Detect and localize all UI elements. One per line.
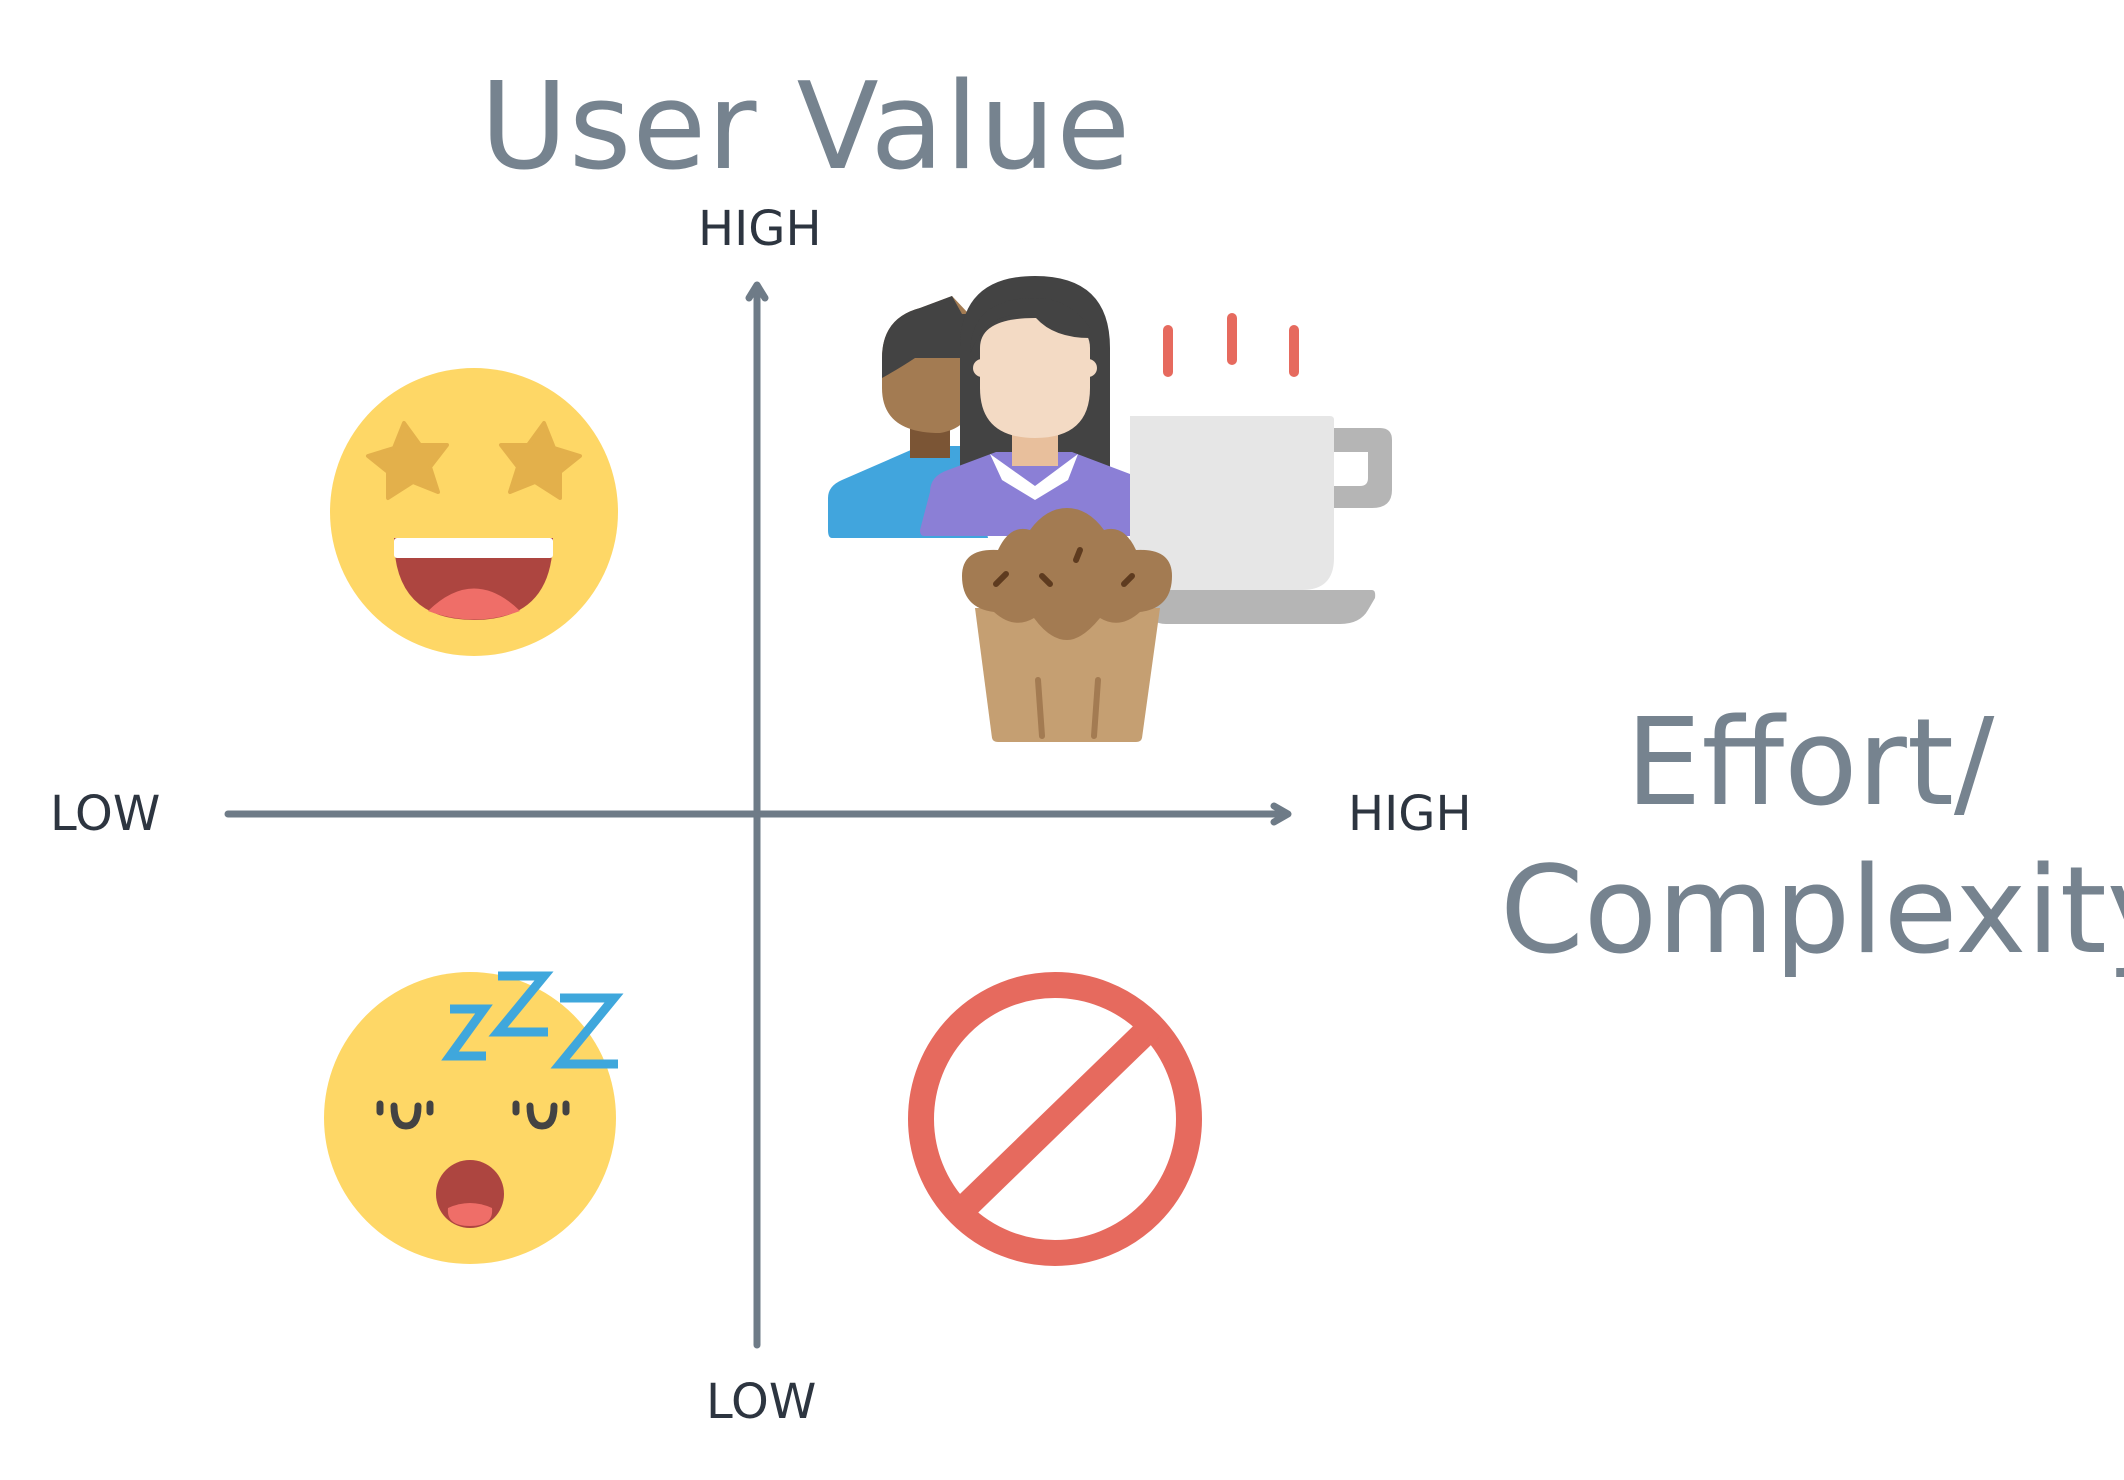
medium-z	[488, 971, 554, 1037]
x-axis-low-label: LOW	[50, 786, 161, 842]
x-axis-arrow	[1270, 802, 1292, 826]
y-axis-high-label: HIGH	[698, 201, 822, 257]
y-axis-low-label: LOW	[706, 1374, 817, 1430]
x-axis-title: Effort/ Complexity	[1500, 690, 2124, 986]
x-axis-title-line2: Complexity	[1500, 842, 2124, 981]
y-axis-title: User Value	[480, 58, 1132, 197]
people-coffee-muffin-icon	[828, 276, 1392, 742]
prohibited-icon	[908, 972, 1202, 1266]
small-z	[441, 1004, 493, 1061]
star-struck-face-icon	[330, 368, 618, 656]
x-axis-title-line1: Effort/	[1625, 694, 1995, 833]
y-axis-arrow	[745, 281, 769, 302]
large-z	[550, 993, 624, 1069]
sleepy-face-icon	[324, 971, 624, 1264]
x-axis-high-label: HIGH	[1348, 786, 1472, 842]
